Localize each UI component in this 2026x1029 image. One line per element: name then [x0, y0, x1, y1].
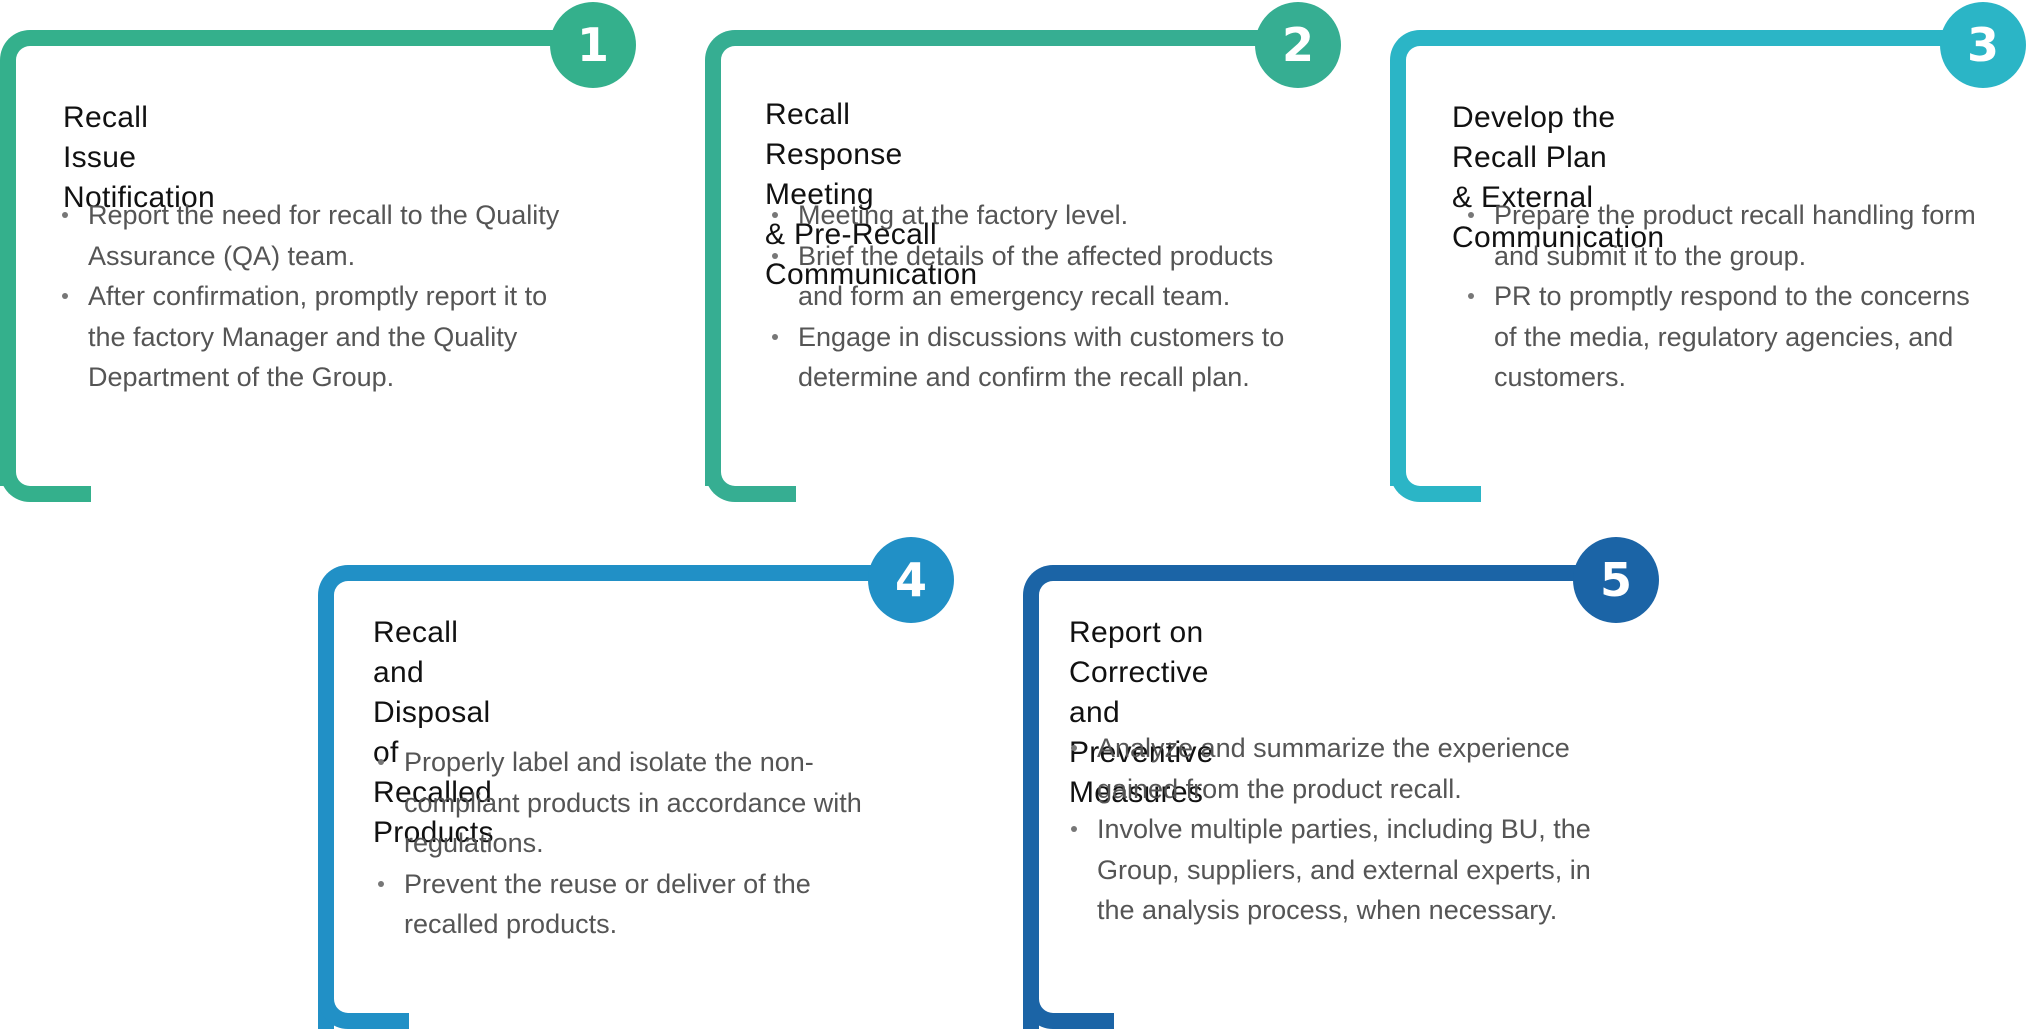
step-1-title-line-1: Recall Issue Notification	[63, 101, 216, 214]
step-4-bullet-1: Properly label and isolate the non-compl…	[378, 742, 898, 864]
step-2-title: Recall Response Meeting & Pre-Recall Com…	[765, 95, 977, 295]
step-4-frame	[318, 565, 878, 1029]
step-3-title: Develop the Recall Plan & External Commu…	[1452, 98, 1664, 258]
step-2-title-line-2: & Pre-Recall Communication	[765, 218, 978, 291]
step-3-title-line-2: & External Communication	[1452, 181, 1665, 254]
step-4-bullet-list: Properly label and isolate the non-compl…	[378, 742, 898, 945]
step-5-title-line-2: and Preventive Measures	[1069, 696, 1214, 809]
step-5-frame-bottom	[1053, 1013, 1114, 1029]
step-2-bullet-2: Brief the details of the affected produc…	[772, 236, 1302, 317]
step-3-title-line-1: Develop the Recall Plan	[1452, 101, 1616, 174]
step-5-bullet-1: Analyze and summarize the experience gai…	[1071, 728, 1601, 809]
step-2-bullet-3: Engage in discussions with customers to …	[772, 317, 1302, 398]
step-5-title-line-1: Report on Corrective	[1069, 616, 1209, 689]
step-3-bullet-list: Prepare the product recall handling form…	[1468, 195, 1998, 398]
step-1-number-badge: 1	[550, 2, 636, 88]
step-4-bullet-2: Prevent the reuse or deliver of the reca…	[378, 864, 898, 945]
step-1-bullet-list: Report the need for recall to the Qualit…	[62, 195, 582, 398]
step-5-number-badge: 5	[1573, 537, 1659, 623]
step-4-number-badge: 4	[868, 537, 954, 623]
step-4-title-line-1: Recall and Disposal	[373, 616, 491, 729]
step-3-frame-bottom	[1420, 486, 1481, 502]
step-5-frame	[1023, 565, 1583, 1029]
step-3-number-badge: 3	[1940, 2, 2026, 88]
step-1-bullet-1: Report the need for recall to the Qualit…	[62, 195, 582, 276]
step-3-bullet-1: Prepare the product recall handling form…	[1468, 195, 1998, 276]
step-5-title: Report on Corrective and Preventive Meas…	[1069, 613, 1214, 813]
step-5-bullet-list: Analyze and summarize the experience gai…	[1071, 728, 1601, 931]
step-2-frame-bottom	[735, 486, 796, 502]
step-1-frame-bottom	[30, 486, 91, 502]
step-2-number-badge: 2	[1255, 2, 1341, 88]
step-5-bullet-2: Involve multiple parties, including BU, …	[1071, 809, 1601, 931]
step-4-title: Recall and Disposal of Recalled Products	[373, 613, 494, 853]
step-4-frame-bottom	[348, 1013, 409, 1029]
step-4-title-line-2: of Recalled Products	[373, 736, 494, 849]
step-2-frame	[705, 30, 1265, 486]
step-1-title: Recall Issue Notification	[63, 98, 215, 218]
step-2-bullet-list: Meeting at the factory level. Brief the …	[772, 195, 1302, 398]
step-1-frame	[0, 30, 560, 486]
step-2-title-line-1: Recall Response Meeting	[765, 98, 903, 211]
step-1-bullet-2: After confirmation, promptly report it t…	[62, 276, 582, 398]
step-3-frame	[1390, 30, 1950, 486]
step-2-bullet-1: Meeting at the factory level.	[772, 195, 1302, 236]
step-3-bullet-2: PR to promptly respond to the concerns o…	[1468, 276, 1998, 398]
